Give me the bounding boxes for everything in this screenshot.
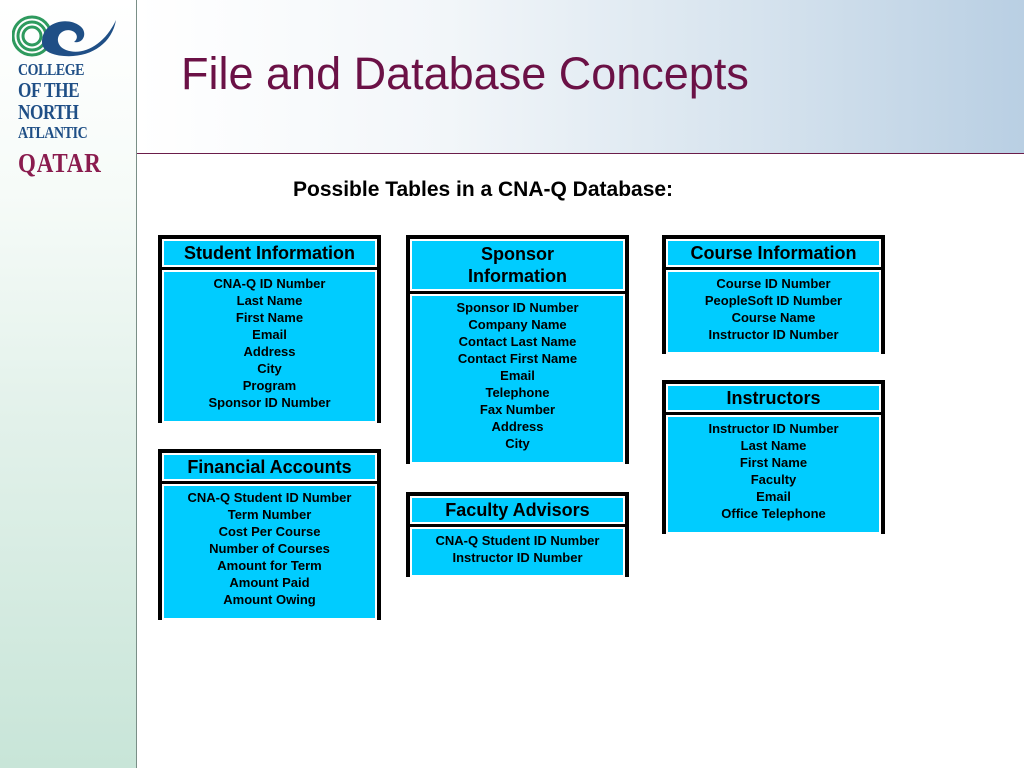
table-field: Email <box>756 489 791 504</box>
logo-text-line: NORTH <box>18 100 79 124</box>
table-fields: Course ID Number PeopleSoft ID Number Co… <box>666 270 881 354</box>
table-field: PeopleSoft ID Number <box>704 293 843 308</box>
table-field: Cost Per Course <box>218 524 321 539</box>
table-field: City <box>505 436 530 451</box>
table-field: Faculty <box>750 472 797 487</box>
table-field: Sponsor ID Number <box>208 395 331 410</box>
table-field: Telephone <box>485 385 550 400</box>
student-information-table: Student Information CNA-Q ID Number Last… <box>158 235 381 423</box>
table-field: Contact First Name <box>457 351 578 366</box>
table-field: Company Name <box>468 317 567 332</box>
page-title: File and Database Concepts <box>181 48 749 99</box>
table-field: CNA-Q Student ID Number <box>435 533 600 548</box>
table-field: Instructor ID Number <box>708 421 839 436</box>
table-field: Last Name <box>236 293 303 308</box>
table-field: First Name <box>235 310 304 325</box>
sponsor-information-table: Sponsor Information Sponsor ID Number Co… <box>406 235 629 464</box>
table-field: Amount Owing <box>223 592 316 607</box>
header-band <box>137 0 1024 153</box>
logo-text-line: COLLEGE <box>18 60 85 79</box>
table-fields: CNA-Q ID Number Last Name First Name Ema… <box>162 270 377 423</box>
table-fields: Instructor ID Number Last Name First Nam… <box>666 415 881 534</box>
table-field: Email <box>252 327 287 342</box>
table-field: Instructor ID Number <box>708 327 839 342</box>
table-field: Course Name <box>731 310 816 325</box>
table-header: Instructors <box>666 384 881 412</box>
table-header: Student Information <box>162 239 377 267</box>
table-field: Last Name <box>740 438 807 453</box>
table-header-line: Sponsor <box>480 244 554 264</box>
logo-text-line: ATLANTIC <box>18 123 88 142</box>
logo-text-line: OF THE <box>18 78 80 102</box>
table-field: Contact Last Name <box>458 334 577 349</box>
table-field: Sponsor ID Number <box>456 300 579 315</box>
page-subtitle: Possible Tables in a CNA-Q Database: <box>293 178 674 201</box>
table-field: Term Number <box>227 507 312 522</box>
table-field: Email <box>500 368 535 383</box>
wave-logo-icon <box>12 15 116 57</box>
table-field: Amount for Term <box>217 558 322 573</box>
table-header: Course Information <box>666 239 881 267</box>
table-header-line: Information <box>468 266 567 286</box>
table-field: Course ID Number <box>716 276 831 291</box>
table-field: First Name <box>739 455 808 470</box>
faculty-advisors-table: Faculty Advisors CNA-Q Student ID Number… <box>406 492 629 577</box>
table-header: Financial Accounts <box>162 453 377 481</box>
table-header: Sponsor Information <box>410 239 625 291</box>
table-field: Address <box>491 419 544 434</box>
table-field: CNA-Q ID Number <box>213 276 326 291</box>
table-field: CNA-Q Student ID Number <box>187 490 352 505</box>
table-field: Fax Number <box>479 402 556 417</box>
header-divider <box>137 153 1024 154</box>
table-field: City <box>257 361 282 376</box>
table-field: Program <box>242 378 297 393</box>
left-sidebar <box>0 0 137 768</box>
logo-qatar-text: QATAR <box>18 148 102 178</box>
table-fields: CNA-Q Student ID Number Term Number Cost… <box>162 484 377 620</box>
table-field: Number of Courses <box>209 541 330 556</box>
table-header: Faculty Advisors <box>410 496 625 524</box>
table-fields: Sponsor ID Number Company Name Contact L… <box>410 294 625 464</box>
instructors-table: Instructors Instructor ID Number Last Na… <box>662 380 885 534</box>
table-field: Office Telephone <box>721 506 826 521</box>
table-fields: CNA-Q Student ID Number Instructor ID Nu… <box>410 527 625 577</box>
course-information-table: Course Information Course ID Number Peop… <box>662 235 885 354</box>
table-field: Amount Paid <box>229 575 310 590</box>
table-field: Address <box>243 344 296 359</box>
table-field: Instructor ID Number <box>452 550 583 565</box>
college-logo: COLLEGE OF THE NORTH ATLANTIC QATAR <box>12 12 124 179</box>
financial-accounts-table: Financial Accounts CNA-Q Student ID Numb… <box>158 449 381 620</box>
